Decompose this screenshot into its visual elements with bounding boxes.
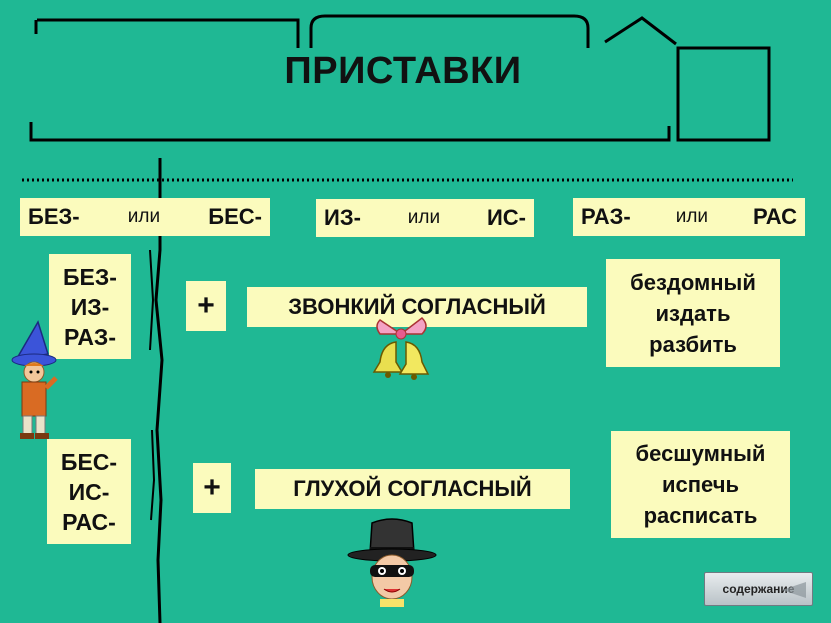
prefix-right: БЕС- xyxy=(208,204,262,229)
prefix-item: ИЗ- xyxy=(70,293,110,320)
wizard-character-icon xyxy=(11,320,58,439)
bells-icon xyxy=(372,317,430,380)
prefix-item: БЕЗ- xyxy=(63,263,117,290)
voiced-examples-box: бездомный издать разбить xyxy=(606,259,780,367)
prefix-right: ИС- xyxy=(486,205,526,230)
contents-button[interactable]: содержание xyxy=(704,572,813,606)
voiceless-consonant-box: ГЛУХОЙ СОГЛАСНЫЙ xyxy=(255,469,570,509)
back-arrow-icon xyxy=(782,582,806,598)
contents-button-label: содержание xyxy=(722,582,795,596)
plus-sign: + xyxy=(197,289,215,322)
prefix-item: БЕС- xyxy=(60,448,118,475)
prefix-left: БЕЗ- xyxy=(28,204,80,229)
prefix-pair-bez-bes: БЕЗ- или БЕС- xyxy=(20,198,270,236)
example-word: разбить xyxy=(649,331,737,357)
example-word: бездомный xyxy=(630,269,756,295)
prefix-or: или xyxy=(127,206,161,227)
prefix-left: РАЗ- xyxy=(581,204,631,229)
example-word: бесшумный xyxy=(635,441,766,466)
voiceless-plus-box: + xyxy=(193,463,231,513)
prefix-left: ИЗ- xyxy=(324,205,361,230)
prefix-right: РАС xyxy=(753,204,797,229)
voiced-plus-box: + xyxy=(186,281,226,331)
example-word: расписать xyxy=(643,503,758,528)
plus-sign: + xyxy=(203,471,221,504)
voiceless-examples-box: бесшумный испечь расписать xyxy=(611,431,790,538)
prefix-item: ИС- xyxy=(68,478,110,505)
prefix-or: или xyxy=(407,207,441,228)
prefix-or: или xyxy=(675,206,709,227)
masked-figure-icon xyxy=(347,518,437,607)
example-word: испечь xyxy=(661,472,740,497)
voiced-prefixes-box: БЕЗ- ИЗ- РАЗ- xyxy=(49,254,131,359)
page-title: ПРИСТАВКИ xyxy=(284,50,522,92)
example-word: издать xyxy=(655,300,731,326)
prefix-item: РАС- xyxy=(62,508,116,535)
voiced-consonant-box: ЗВОНКИЙ СОГЛАСНЫЙ xyxy=(247,287,587,327)
prefix-pair-iz-is: ИЗ- или ИС- xyxy=(316,199,534,237)
consonant-label: ЗВОНКИЙ СОГЛАСНЫЙ xyxy=(288,294,546,319)
prefix-item: РАЗ- xyxy=(64,323,116,350)
voiceless-prefixes-box: БЕС- ИС- РАС- xyxy=(47,439,131,544)
consonant-label: ГЛУХОЙ СОГЛАСНЫЙ xyxy=(293,476,532,501)
prefix-pair-raz-ras: РАЗ- или РАС xyxy=(573,198,805,236)
